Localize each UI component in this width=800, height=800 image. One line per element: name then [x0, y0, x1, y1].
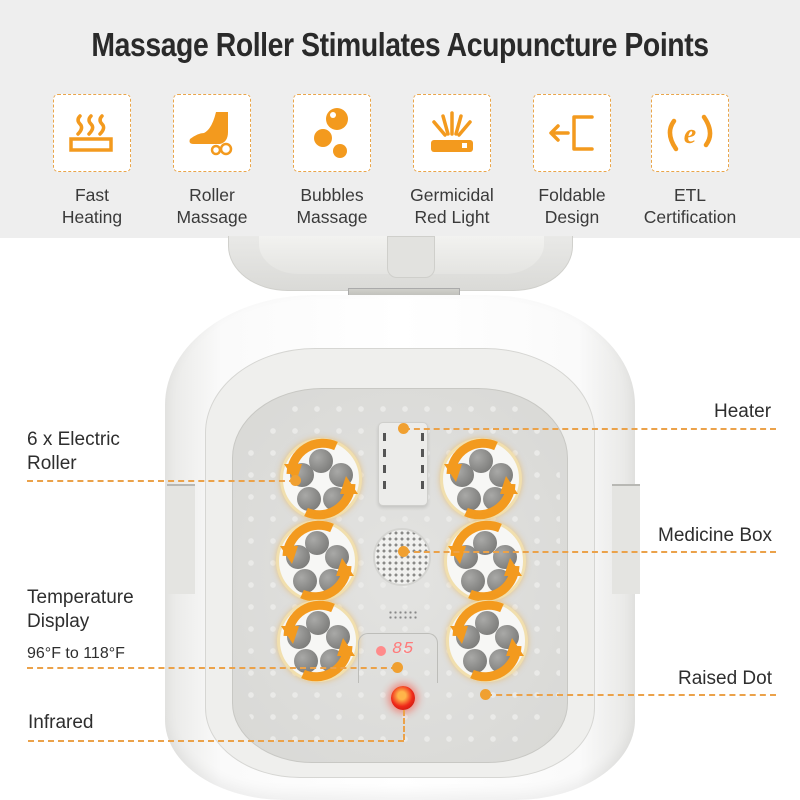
lid-latch: [387, 236, 435, 278]
feature-box: [413, 94, 491, 172]
callout-medicine-box: Medicine Box: [658, 525, 773, 546]
speaker-grille: [388, 610, 418, 620]
callout-raised-dot: Raised Dot: [678, 668, 772, 689]
foldable-icon: [549, 115, 594, 151]
side-clip-left: [167, 484, 195, 594]
feature-box: e: [651, 94, 729, 172]
raised-dot-pin: [480, 689, 491, 700]
roller-3: [276, 520, 358, 602]
temperature-range: 96°F to 118°F: [27, 645, 125, 662]
temperature-display-panel: [358, 633, 438, 683]
side-clip-right: [612, 484, 640, 594]
medicine-box-pin: [398, 546, 409, 557]
roller-5: [277, 600, 359, 682]
infrared-leader-line: [28, 740, 404, 742]
heater-pin: [398, 423, 409, 434]
heater-block: [378, 422, 428, 506]
rotate-arrow-icon: [444, 438, 518, 520]
heating-icon: [69, 114, 113, 152]
red-light-icon: [431, 111, 473, 152]
temperature-leader-line: [27, 667, 397, 669]
medicine-box-leader-line: [404, 551, 776, 553]
page-title: Massage Roller Stimulates Acupuncture Po…: [91, 26, 709, 63]
callout-electric-roller: 6 x Electric Roller: [27, 429, 120, 474]
roller-4: [444, 520, 526, 602]
electric-roller-leader-line: [27, 480, 295, 482]
infrared-lamp: [391, 686, 415, 710]
display-indicator: [376, 646, 386, 656]
feature-box: [173, 94, 251, 172]
electric-roller-pin: [290, 475, 301, 486]
temperature-pin: [392, 662, 403, 673]
raised-dot-leader-line: [486, 694, 776, 696]
foot-spa-product-image: 85: [0, 236, 800, 800]
feature-box: [533, 94, 611, 172]
etl-certification-icon: e: [667, 114, 713, 152]
lid: [228, 236, 573, 291]
feature-box: [293, 94, 371, 172]
roller-6: [446, 600, 528, 682]
rotate-arrow-icon: [281, 600, 355, 682]
callout-temperature-display: Temperature Display: [27, 587, 134, 632]
bubbles-icon: [314, 108, 348, 158]
feature-box: [53, 94, 131, 172]
roller-2: [440, 438, 522, 520]
rotate-arrow-icon: [280, 520, 354, 602]
callout-heater: Heater: [714, 401, 772, 422]
svg-text:e: e: [684, 119, 696, 150]
rotate-arrow-icon: [448, 520, 522, 602]
infrared-leader-vertical: [403, 710, 405, 740]
medicine-box: [373, 528, 431, 586]
roller-foot-icon: [189, 112, 233, 156]
heater-leader-line: [404, 428, 776, 430]
temperature-display-value: 85: [392, 640, 415, 659]
callout-infrared: Infrared: [28, 712, 94, 733]
rotate-arrow-icon: [450, 600, 524, 682]
